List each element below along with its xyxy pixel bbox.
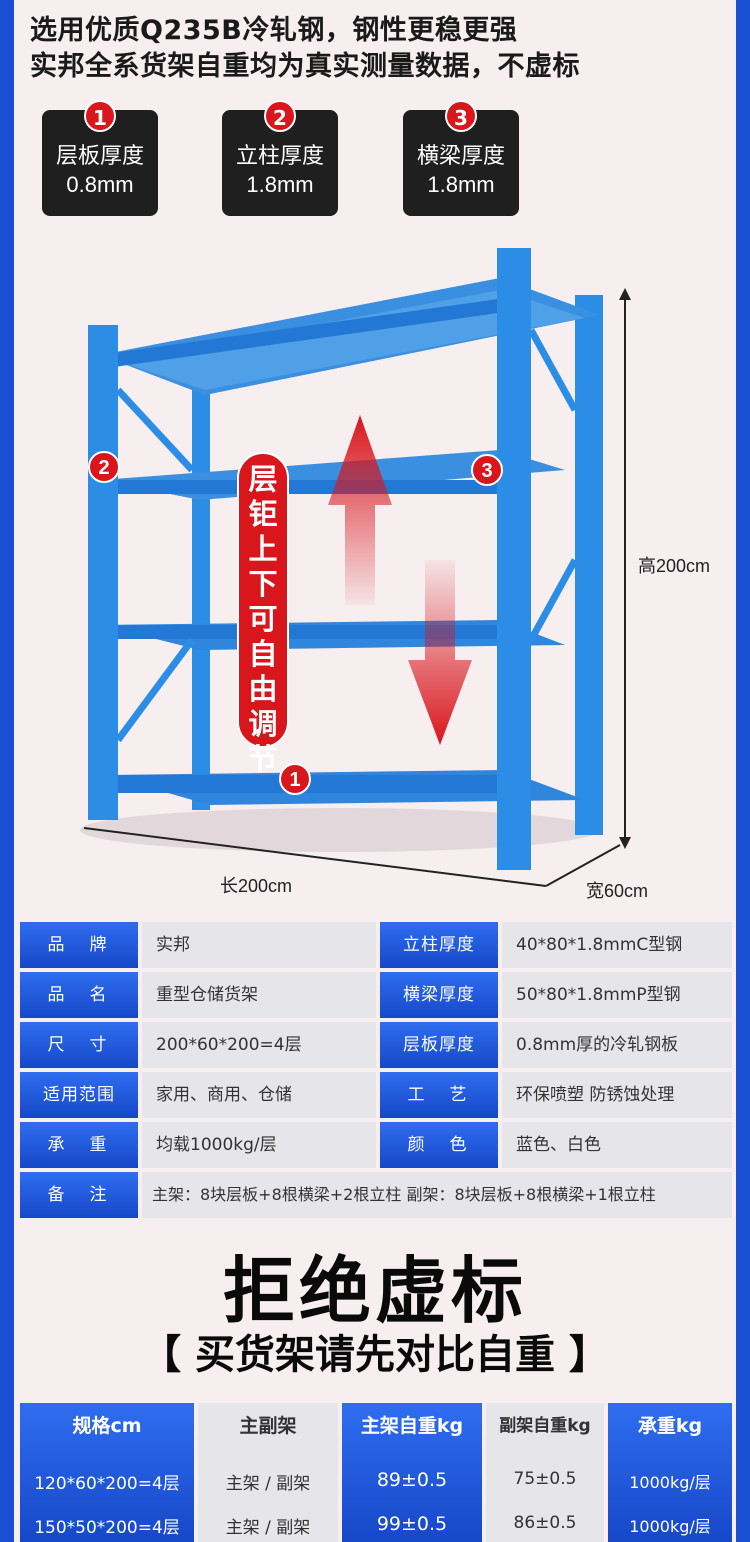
spec-label: 适用范围	[20, 1072, 138, 1118]
cell: 主架 / 副架	[225, 1518, 311, 1538]
column-header: 承重kg	[637, 1415, 703, 1437]
spec-value: 家用、商用、仓储	[142, 1072, 376, 1118]
spec-label: 层板厚度	[380, 1022, 498, 1068]
spec-value: 重型仓储货架	[142, 972, 376, 1018]
spec-value: 40*80*1.8mmC型钢	[502, 922, 732, 968]
badge-name: 层板厚度	[55, 143, 144, 168]
spec-value: 实邦	[142, 922, 376, 968]
table-row: 备 注 主架：8块层板+8根横梁+2根立柱 副架：8块层板+8根横梁+1根立柱	[20, 1172, 732, 1218]
badge-name: 横梁厚度	[416, 143, 505, 168]
marker-3	[471, 454, 503, 486]
spec-label: 横梁厚度	[380, 972, 498, 1018]
spec-value: 环保喷塑 防锈蚀处理	[502, 1072, 732, 1118]
spec-label: 颜 色	[380, 1122, 498, 1168]
note-label: 备 注	[20, 1172, 138, 1218]
column-sub-weight: 副架自重kg 75±0.5 86±0.5	[486, 1403, 604, 1542]
slogan-title: 拒绝虚标	[222, 1249, 527, 1333]
width-line	[545, 844, 621, 887]
badge-number: 1	[84, 100, 116, 132]
height-label: 高200cm	[638, 556, 711, 576]
table-row: 承 重 均载1000kg/层 颜 色 蓝色、白色	[20, 1122, 732, 1168]
badge-name: 立柱厚度	[235, 143, 324, 168]
front-left-upright	[88, 325, 118, 820]
badge-number: 2	[264, 100, 296, 132]
badge-number: 3	[445, 100, 477, 132]
cell: 1000kg/层	[629, 1517, 711, 1536]
note-value: 主架：8块层板+8根横梁+2根立柱 副架：8块层板+8根横梁+1根立柱	[142, 1172, 732, 1218]
cell: 120*60*200=4层	[34, 1474, 180, 1494]
front-right-upright	[497, 248, 531, 870]
cell: 150*50*200=4层	[34, 1518, 180, 1538]
adjustable-spacing-label: 层钜上下可自由调节	[237, 452, 289, 776]
cell: 89±0.5	[376, 1469, 448, 1491]
width-label: 宽60cm	[586, 881, 649, 901]
cell: 1000kg/层	[629, 1473, 711, 1492]
spec-value: 200*60*200=4层	[142, 1022, 376, 1068]
cell: 主架 / 副架	[225, 1474, 311, 1494]
column-frame-type: 主副架 主架 / 副架 主架 / 副架	[198, 1403, 338, 1542]
column-header: 副架自重kg	[499, 1416, 591, 1436]
length-line	[83, 827, 547, 887]
column-main-weight: 主架自重kg 89±0.5 99±0.5	[342, 1403, 482, 1542]
headline-weight-claim: 实邦全系货架自重均为真实测量数据，不虚标	[30, 51, 580, 82]
page-frame	[14, 0, 736, 1542]
shelf-illustration: 2 3 1	[80, 248, 631, 887]
badge-value: 1.8mm	[427, 172, 495, 197]
column-header: 主副架	[239, 1415, 297, 1437]
length-label: 长200cm	[220, 876, 293, 896]
back-right-upright	[575, 295, 603, 835]
badge-value: 1.8mm	[246, 172, 314, 197]
cell: 86±0.5	[513, 1513, 577, 1533]
marker-3-text: 3	[481, 460, 492, 482]
badge-upright-thickness: 2 立柱厚度 1.8mm	[222, 100, 338, 216]
floor-shadow	[80, 808, 600, 852]
column-header: 主架自重kg	[360, 1415, 464, 1437]
spec-label: 尺 寸	[20, 1022, 138, 1068]
spec-label: 品 牌	[20, 922, 138, 968]
cell: 99±0.5	[376, 1513, 448, 1535]
spec-value: 50*80*1.8mmP型钢	[502, 972, 732, 1018]
table-row: 适用范围 家用、商用、仓储 工 艺 环保喷塑 防锈蚀处理	[20, 1072, 732, 1118]
marker-2	[88, 451, 120, 483]
spec-value: 0.8mm厚的冷轧钢板	[502, 1022, 732, 1068]
weight-table: 规格cm 120*60*200=4层 150*50*200=4层 主副架 主架 …	[20, 1403, 732, 1542]
headline-material: 选用优质Q235B冷轧钢，钢性更稳更强	[30, 15, 518, 46]
cell: 75±0.5	[513, 1469, 577, 1489]
badge-beam-thickness: 3 横梁厚度 1.8mm	[403, 100, 519, 216]
column-spec: 规格cm 120*60*200=4层 150*50*200=4层	[20, 1403, 194, 1542]
badge-shelf-thickness: 1 层板厚度 0.8mm	[42, 100, 158, 216]
slogan-subtitle: 【 买货架请先对比自重 】	[141, 1332, 609, 1378]
marker-1	[279, 763, 311, 795]
spec-label: 工 艺	[380, 1072, 498, 1118]
spec-value: 均载1000kg/层	[142, 1122, 376, 1168]
spec-value: 蓝色、白色	[502, 1122, 732, 1168]
spec-label: 立柱厚度	[380, 922, 498, 968]
marker-2-text: 2	[98, 457, 109, 479]
spec-label: 品 名	[20, 972, 138, 1018]
column-header: 规格cm	[72, 1415, 142, 1437]
spec-label: 承 重	[20, 1122, 138, 1168]
down-arrow	[408, 560, 472, 745]
marker-1-text: 1	[289, 769, 300, 791]
column-load: 承重kg 1000kg/层 1000kg/层	[608, 1403, 732, 1542]
table-row: 品 牌 实邦 立柱厚度 40*80*1.8mmC型钢	[20, 922, 732, 968]
back-left-upright	[192, 388, 210, 810]
badge-value: 0.8mm	[66, 172, 134, 197]
table-row: 尺 寸 200*60*200=4层 层板厚度 0.8mm厚的冷轧钢板	[20, 1022, 732, 1068]
table-row: 品 名 重型仓储货架 横梁厚度 50*80*1.8mmP型钢	[20, 972, 732, 1018]
up-arrow	[328, 415, 392, 605]
